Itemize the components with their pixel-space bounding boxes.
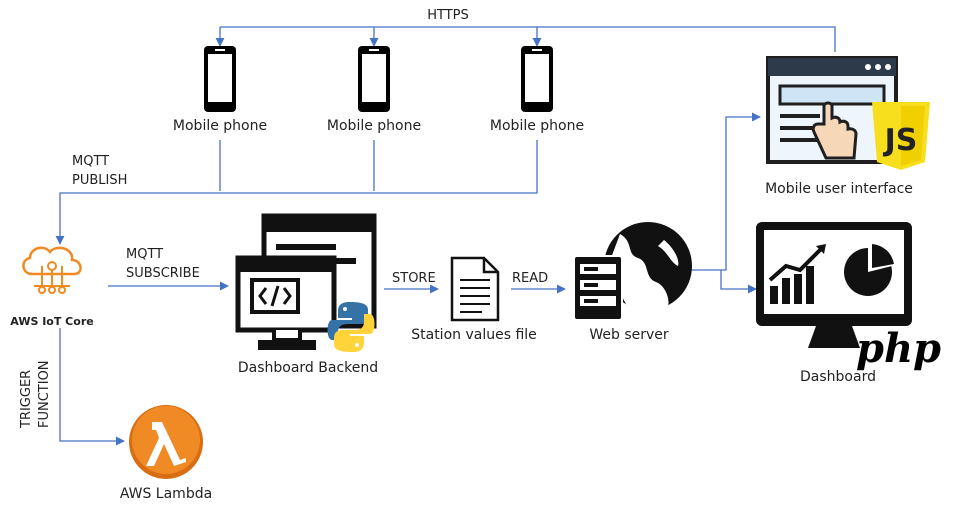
dashboard-backend-label: Dashboard Backend — [238, 360, 378, 376]
webserver-to-dashboard-connector — [720, 270, 757, 294]
read-label: READ — [512, 271, 548, 286]
iot-core-icon — [22, 246, 82, 294]
smartphone-icon — [521, 46, 553, 112]
https-connector — [220, 26, 836, 52]
php-logo-icon: php — [856, 325, 941, 372]
trigger-label-1: TRIGGER — [19, 370, 34, 429]
mqtt-publish-label-2: PUBLISH — [72, 173, 127, 188]
svg-text:JS: JS — [883, 123, 918, 158]
lambda-icon — [129, 405, 203, 479]
mqtt-publish-label-1: MQTT — [72, 154, 109, 169]
document-icon — [450, 256, 500, 322]
https-label: HTTPS — [427, 8, 469, 23]
smartphone-icon — [204, 46, 236, 112]
webserver-to-mobile-ui-connector — [686, 112, 761, 271]
mobile-ui-label: Mobile user interface — [765, 181, 913, 197]
lambda-label: AWS Lambda — [120, 486, 212, 502]
mqtt-subscribe-label-1: MQTT — [126, 247, 163, 262]
js-logo-icon: JS — [872, 102, 930, 170]
mqtt-publish-connector — [60, 140, 538, 244]
dashboard-monitor-icon — [756, 222, 912, 348]
dashboard-label: Dashboard — [800, 369, 876, 385]
phone-2-label: Mobile phone — [327, 118, 421, 134]
phone-3-label: Mobile phone — [490, 118, 584, 134]
server-globe-icon — [573, 222, 692, 321]
iot-core-label: AWS IoT Core — [10, 315, 93, 328]
smartphone-icon — [358, 46, 390, 112]
code-monitor-icon — [235, 213, 377, 350]
station-file-label: Station values file — [411, 327, 537, 343]
phone-1-label: Mobile phone — [173, 118, 267, 134]
trigger-label-2: FUNCTION — [37, 360, 52, 428]
python-logo-icon — [327, 302, 375, 352]
trigger-connector — [59, 328, 125, 446]
mqtt-subscribe-label-2: SUBSCRIBE — [126, 266, 200, 281]
web-server-label: Web server — [589, 327, 669, 343]
store-label: STORE — [392, 271, 436, 286]
